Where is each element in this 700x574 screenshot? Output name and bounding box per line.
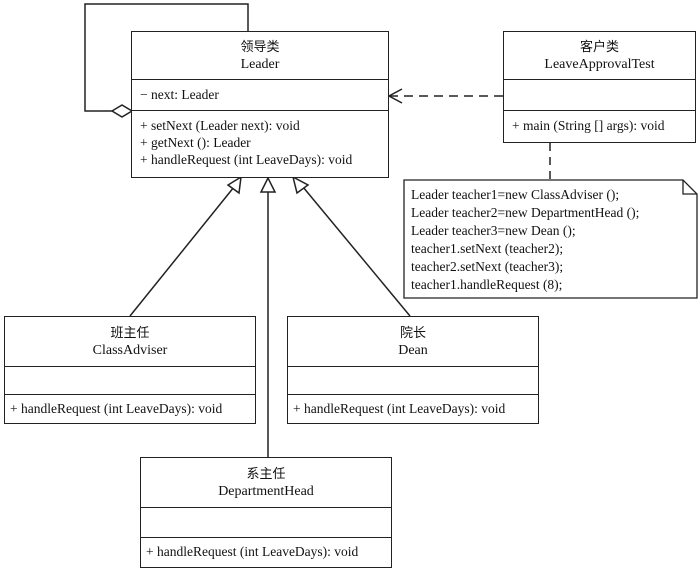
class-name-cn: 院长 xyxy=(399,325,426,341)
attributes-section: − next: Leader xyxy=(132,80,388,111)
attribute: − next: Leader xyxy=(140,87,219,102)
class-header: 院长 Dean xyxy=(288,317,538,367)
class-name-en: LeaveApprovalTest xyxy=(544,56,655,72)
method: + getNext (): Leader xyxy=(140,135,251,150)
note-line: teacher1.handleRequest (8); xyxy=(411,277,563,292)
generalization-arrowhead-icon xyxy=(259,176,277,193)
attributes-section xyxy=(5,367,255,395)
class-leave-approval-test: 客户类 LeaveApprovalTest + main (String [] … xyxy=(503,31,696,143)
class-name-en: Leader xyxy=(240,56,280,72)
class-header: 客户类 LeaveApprovalTest xyxy=(504,32,695,80)
method: + handleRequest (int LeaveDays): void xyxy=(10,401,223,416)
note-line: Leader teacher3=new Dean (); xyxy=(411,223,576,238)
generalization-arrowhead-icon xyxy=(291,175,310,195)
method: + main (String [] args): void xyxy=(512,118,665,133)
class-name-en: Dean xyxy=(398,342,428,358)
methods-section: + handleRequest (int LeaveDays): void xyxy=(141,538,391,563)
aggregation-diamond-icon xyxy=(110,104,134,118)
methods-section: + setNext (Leader next): void + getNext … xyxy=(132,111,388,171)
methods-section: + handleRequest (int LeaveDays): void xyxy=(5,395,255,420)
attributes-section xyxy=(141,508,391,538)
note-text: Leader teacher1=new ClassAdviser (); Lea… xyxy=(411,186,639,294)
methods-section: + main (String [] args): void xyxy=(504,111,695,137)
generalization-line-dean xyxy=(302,186,411,317)
self-aggregation-line xyxy=(84,3,249,112)
generalization-line-class-adviser xyxy=(129,186,235,317)
methods-section: + handleRequest (int LeaveDays): void xyxy=(288,395,538,420)
method: + handleRequest (int LeaveDays): void xyxy=(146,544,359,559)
method: + handleRequest (int LeaveDays): void xyxy=(140,152,353,167)
class-header: 班主任 ClassAdviser xyxy=(5,317,255,367)
class-dean: 院长 Dean + handleRequest (int LeaveDays):… xyxy=(287,316,539,424)
method: + setNext (Leader next): void xyxy=(140,118,300,133)
dependency-arrowhead-icon xyxy=(387,88,403,104)
note-line: teacher1.setNext (teacher2); xyxy=(411,241,564,256)
class-name-cn: 系主任 xyxy=(246,466,286,482)
class-leader: 领导类 Leader − next: Leader + setNext (Lea… xyxy=(131,31,389,178)
class-name-cn: 领导类 xyxy=(240,39,280,55)
method: + handleRequest (int LeaveDays): void xyxy=(293,401,506,416)
attributes-section xyxy=(504,80,695,111)
class-header: 系主任 DepartmentHead xyxy=(141,458,391,508)
note-line: Leader teacher2=new DepartmentHead (); xyxy=(411,205,640,220)
class-name-cn: 客户类 xyxy=(579,39,619,55)
class-name-cn: 班主任 xyxy=(110,325,150,341)
class-name-en: ClassAdviser xyxy=(92,342,168,358)
generalization-arrowhead-icon xyxy=(226,175,242,195)
note-line: teacher2.setNext (teacher3); xyxy=(411,259,564,274)
class-class-adviser: 班主任 ClassAdviser + handleRequest (int Le… xyxy=(4,316,256,424)
note-shape xyxy=(403,179,698,299)
attributes-section xyxy=(288,367,538,395)
note-fold-icon xyxy=(682,180,697,195)
class-name-en: DepartmentHead xyxy=(218,483,314,499)
class-department-head: 系主任 DepartmentHead + handleRequest (int … xyxy=(140,457,392,568)
class-header: 领导类 Leader xyxy=(132,32,388,80)
note-line: Leader teacher1=new ClassAdviser (); xyxy=(411,187,620,202)
